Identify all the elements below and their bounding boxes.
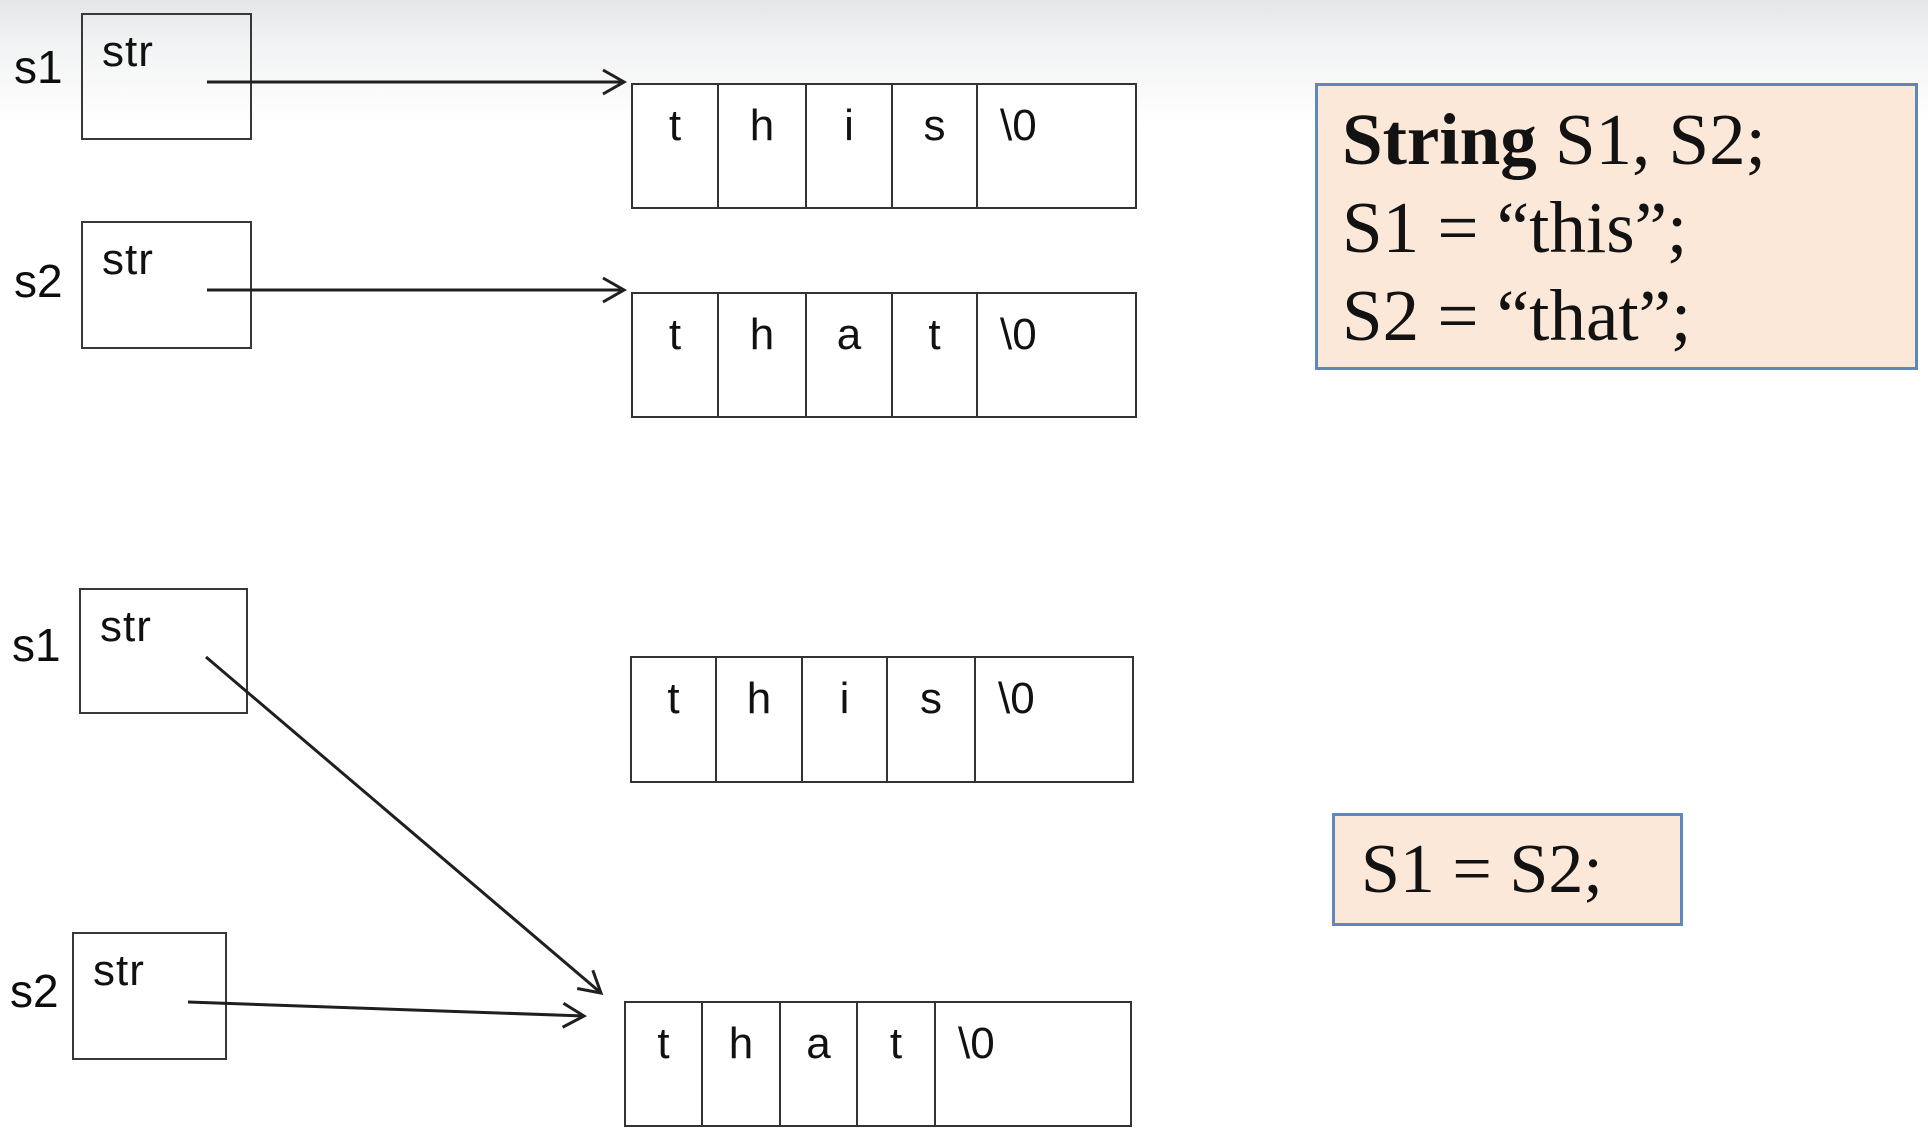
char-array-this-after: t h i s \0 — [630, 656, 1134, 783]
char-array-that-before: t h a t \0 — [631, 292, 1137, 418]
var-label-s1-after: s1 — [12, 619, 61, 671]
field-label-str: str — [102, 235, 154, 284]
null-terminator-cell: \0 — [958, 1019, 995, 1068]
var-label-s1-before: s1 — [14, 41, 63, 93]
code-box-assignment: S1 = S2; — [1332, 813, 1683, 926]
char-cell: h — [703, 1003, 781, 1125]
char-cell: h — [719, 85, 807, 207]
code-line-1-rest: S1, S2; — [1536, 99, 1766, 180]
code-line-1: String S1, S2; — [1342, 96, 1915, 184]
assignment-text: S1 = S2; — [1361, 830, 1603, 908]
arrow-s2-to-that-after — [187, 1000, 588, 1029]
code-box-declaration: String S1, S2; S1 = “this”; S2 = “that”; — [1315, 83, 1918, 370]
code-line-2: S1 = “this”; — [1342, 187, 1688, 268]
var-label-s2-before: s2 — [14, 255, 63, 307]
char-cell: t — [633, 294, 719, 416]
char-cell: h — [719, 294, 807, 416]
char-cell: t — [632, 658, 717, 781]
char-cell: h — [717, 658, 803, 781]
field-label-str: str — [100, 602, 152, 651]
char-cell: a — [781, 1003, 858, 1125]
field-label-str: str — [102, 27, 154, 76]
var-label-s2-after: s2 — [10, 965, 59, 1017]
char-cell: s — [888, 658, 976, 781]
char-array-that-after: t h a t \0 — [624, 1001, 1132, 1127]
null-terminator-cell: \0 — [1000, 310, 1037, 359]
char-cell: s — [893, 85, 978, 207]
null-terminator-cell: \0 — [1000, 101, 1037, 150]
char-cell: t — [858, 1003, 936, 1125]
pointer-box-s1-after: str — [79, 588, 248, 714]
pointer-box-s2-before: str — [81, 221, 252, 349]
char-array-this-before: t h i s \0 — [631, 83, 1137, 209]
arrow-s1-to-that-after — [205, 655, 604, 995]
char-cell: t — [633, 85, 719, 207]
char-cell: t — [626, 1003, 703, 1125]
char-cell: i — [807, 85, 893, 207]
char-cell: i — [803, 658, 888, 781]
keyword-string: String — [1342, 99, 1537, 180]
char-cell: t — [893, 294, 978, 416]
char-cell: a — [807, 294, 893, 416]
pointer-box-s1-before: str — [81, 13, 252, 140]
code-line-3: S2 = “that”; — [1342, 275, 1692, 356]
pointer-box-s2-after: str — [72, 932, 227, 1060]
field-label-str: str — [93, 946, 145, 995]
null-terminator-cell: \0 — [998, 674, 1035, 723]
